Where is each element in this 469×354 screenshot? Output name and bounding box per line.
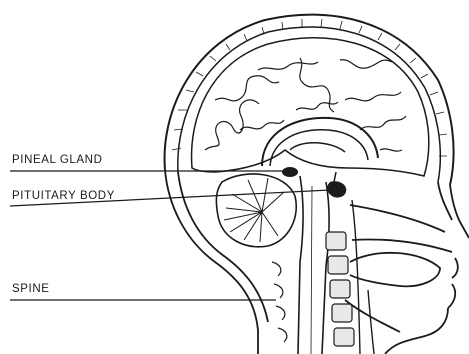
cerebrum (192, 38, 429, 176)
jaw-line (345, 300, 400, 332)
pituitary-body (327, 172, 346, 198)
mouth-lips (448, 258, 458, 308)
hard-palate (352, 240, 452, 253)
tongue (350, 253, 440, 286)
gyri-folds (205, 58, 406, 151)
cerebellum-arbor (224, 178, 284, 242)
corpus-callosum (262, 118, 378, 166)
pineal-gland-label: PINEAL GLAND (12, 154, 103, 166)
cerebellum-outline (216, 174, 296, 247)
skull-inner-outline (178, 27, 441, 182)
pineal-gland (282, 167, 298, 177)
skull-outer-outline (165, 15, 454, 185)
brainstem-spinal-cord (298, 176, 329, 354)
cerebellum (216, 174, 296, 247)
spine-label: SPINE (12, 283, 50, 295)
skull (165, 15, 454, 185)
skull-hatching (172, 19, 447, 156)
cerebrum-outline (192, 38, 429, 176)
pituitary-body-label: PITUITARY BODY (12, 190, 115, 202)
chin (385, 308, 448, 354)
vertebrae (272, 232, 354, 346)
nasal-passage (350, 205, 445, 232)
ventricle (290, 143, 345, 152)
face-profile (345, 182, 469, 354)
